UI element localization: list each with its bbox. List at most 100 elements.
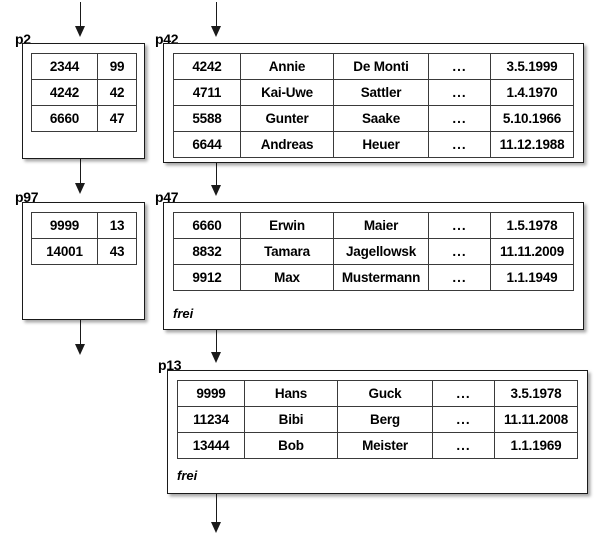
page-label-p13: p13 [158, 357, 182, 373]
record-id: 13444 [177, 432, 245, 459]
table-row[interactable]: 14001 43 [31, 238, 137, 265]
record-lastname: Saake [333, 105, 429, 132]
arrow-into-p42-head [210, 26, 221, 37]
page-label-p97: p97 [15, 189, 39, 205]
record-date: 11.11.2009 [490, 238, 574, 265]
record-firstname: Andreas [240, 131, 334, 158]
table-row[interactable]: 2344 99 [31, 53, 137, 80]
record-firstname: Tamara [240, 238, 334, 265]
record-id: 11234 [177, 406, 245, 433]
arrow-out-of-p97-line [80, 320, 81, 346]
record-lastname: Heuer [333, 131, 429, 158]
table-row[interactable]: 11234 Bibi Berg ... 11.11.2008 [177, 406, 578, 433]
record-lastname: Maier [333, 212, 429, 239]
table-row[interactable]: 4242 42 [31, 79, 137, 106]
record-id: 5588 [173, 105, 241, 132]
record-firstname: Bibi [244, 406, 338, 433]
index-pointer: 43 [97, 238, 137, 265]
free-space-label-p47: frei [173, 306, 194, 321]
index-key: 4242 [31, 79, 98, 106]
data-table-p42: 4242 Annie De Monti ... 3.5.1999 4711 Ka… [173, 53, 574, 158]
record-firstname: Bob [244, 432, 338, 459]
arrow-out-of-p13-line [216, 494, 217, 524]
record-date: 3.5.1999 [490, 53, 574, 80]
record-more: ... [428, 53, 491, 80]
free-space-label-p13: frei [177, 468, 198, 483]
arrow-into-p42-line [216, 2, 217, 28]
record-more: ... [428, 79, 491, 106]
record-id: 9912 [173, 264, 241, 291]
record-id: 4242 [173, 53, 241, 80]
table-row[interactable]: 6660 Erwin Maier ... 1.5.1978 [173, 212, 574, 239]
record-firstname: Kai-Uwe [240, 79, 334, 106]
table-row[interactable]: 4242 Annie De Monti ... 3.5.1999 [173, 53, 574, 80]
record-date: 1.4.1970 [490, 79, 574, 106]
record-id: 9999 [177, 380, 245, 407]
record-firstname: Max [240, 264, 334, 291]
table-row[interactable]: 4711 Kai-Uwe Sattler ... 1.4.1970 [173, 79, 574, 106]
data-table-p47: 6660 Erwin Maier ... 1.5.1978 8832 Tamar… [173, 212, 574, 291]
record-firstname: Gunter [240, 105, 334, 132]
record-more: ... [432, 380, 495, 407]
table-row[interactable]: 6644 Andreas Heuer ... 11.12.1988 [173, 131, 574, 158]
arrow-p2-to-p97-line [80, 158, 81, 185]
page-label-p2: p2 [15, 31, 31, 47]
record-more: ... [428, 105, 491, 132]
table-row[interactable]: 8832 Tamara Jagellowsk ... 11.11.2009 [173, 238, 574, 265]
record-id: 8832 [173, 238, 241, 265]
data-table-p13: 9999 Hans Guck ... 3.5.1978 11234 Bibi B… [177, 380, 578, 459]
page-label-p42: p42 [155, 31, 179, 47]
record-lastname: Berg [337, 406, 433, 433]
record-date: 11.12.1988 [490, 131, 574, 158]
arrow-p42-to-p47-line [216, 163, 217, 187]
record-date: 5.10.1966 [490, 105, 574, 132]
index-pointer: 13 [97, 212, 137, 239]
index-key: 9999 [31, 212, 98, 239]
record-lastname: Guck [337, 380, 433, 407]
arrow-p47-to-p13-line [216, 330, 217, 354]
table-row[interactable]: 9999 Hans Guck ... 3.5.1978 [177, 380, 578, 407]
record-more: ... [428, 264, 491, 291]
arrow-p2-to-p97-head [74, 183, 85, 194]
table-row[interactable]: 9912 Max Mustermann ... 1.1.1949 [173, 264, 574, 291]
table-row[interactable]: 5588 Gunter Saake ... 5.10.1966 [173, 105, 574, 132]
index-table-p2: 2344 99 4242 42 6660 47 [31, 53, 137, 132]
record-id: 4711 [173, 79, 241, 106]
record-firstname: Hans [244, 380, 338, 407]
record-more: ... [428, 212, 491, 239]
record-lastname: Meister [337, 432, 433, 459]
index-pointer: 42 [97, 79, 137, 106]
arrow-out-of-p13-head [210, 522, 221, 533]
record-lastname: Sattler [333, 79, 429, 106]
record-firstname: Erwin [240, 212, 334, 239]
record-date: 1.1.1969 [494, 432, 578, 459]
index-pointer: 99 [97, 53, 137, 80]
record-date: 1.5.1978 [490, 212, 574, 239]
arrow-p47-to-p13-head [210, 352, 221, 363]
record-date: 11.11.2008 [494, 406, 578, 433]
record-id: 6660 [173, 212, 241, 239]
record-date: 1.1.1949 [490, 264, 574, 291]
arrow-p42-to-p47-head [210, 185, 221, 196]
table-row[interactable]: 13444 Bob Meister ... 1.1.1969 [177, 432, 578, 459]
record-more: ... [432, 406, 495, 433]
record-id: 6644 [173, 131, 241, 158]
index-key: 14001 [31, 238, 98, 265]
index-key: 6660 [31, 105, 98, 132]
record-more: ... [428, 238, 491, 265]
arrow-into-p2-head [74, 26, 85, 37]
index-key: 2344 [31, 53, 98, 80]
record-more: ... [432, 432, 495, 459]
record-date: 3.5.1978 [494, 380, 578, 407]
arrow-out-of-p97-head [74, 344, 85, 355]
arrow-into-p2-line [80, 2, 81, 28]
index-pointer: 47 [97, 105, 137, 132]
record-firstname: Annie [240, 53, 334, 80]
page-label-p47: p47 [155, 189, 179, 205]
record-lastname: De Monti [333, 53, 429, 80]
table-row[interactable]: 9999 13 [31, 212, 137, 239]
table-row[interactable]: 6660 47 [31, 105, 137, 132]
record-more: ... [428, 131, 491, 158]
record-lastname: Mustermann [333, 264, 429, 291]
